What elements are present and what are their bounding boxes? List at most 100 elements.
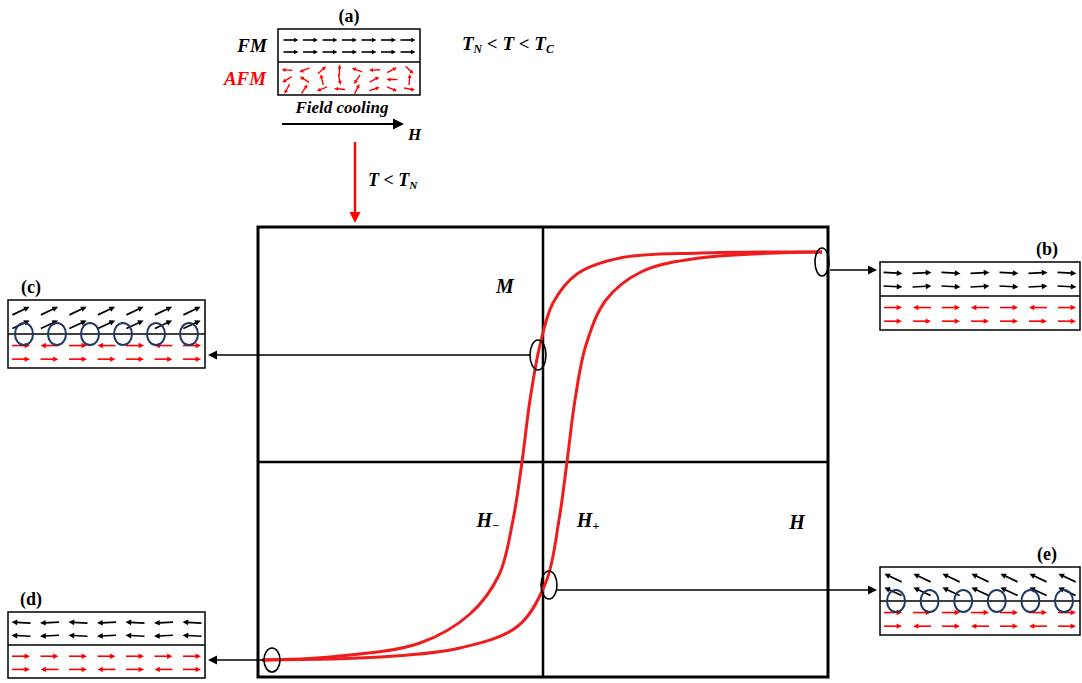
spin-head: [392, 50, 397, 55]
spin-shaft: [285, 69, 293, 71]
spin-shaft: [284, 51, 296, 53]
spin-head: [109, 320, 115, 325]
spin-shaft: [942, 285, 956, 287]
spin-shaft: [971, 272, 985, 274]
spin-head: [110, 356, 115, 361]
spin-head: [1013, 305, 1018, 310]
interface-spin-loop: [954, 590, 972, 612]
spin-shaft: [69, 322, 82, 328]
spin-shaft: [913, 612, 927, 614]
spin-shaft: [971, 285, 985, 287]
spin-head: [897, 318, 902, 323]
layer-stack-box: [278, 29, 420, 95]
spin-shaft: [401, 51, 413, 53]
spin-shaft: [338, 74, 340, 82]
subscript: C: [546, 44, 554, 57]
panel-e-illustration: [880, 567, 1080, 635]
spin-shaft: [884, 285, 898, 287]
spin-shaft: [406, 66, 412, 72]
layer-label: AFM: [224, 69, 266, 90]
spin-head: [984, 610, 989, 615]
spin-shaft: [1058, 307, 1072, 309]
spin-shaft: [323, 51, 335, 53]
spin-head: [282, 68, 286, 72]
panel-heading: (c): [21, 278, 41, 298]
spin-shaft: [98, 358, 112, 360]
spin-shaft: [126, 655, 140, 657]
spin-head: [294, 50, 299, 55]
spin-shaft: [98, 655, 112, 657]
hysteresis-branch: [262, 252, 822, 660]
interface-spin-loop: [114, 323, 132, 345]
spin-head: [411, 38, 416, 43]
spin-head: [139, 343, 144, 348]
interface-spin-loop: [988, 590, 1006, 612]
spin-shaft: [917, 307, 931, 309]
spin-shaft: [404, 88, 412, 90]
spin-shaft: [947, 576, 960, 582]
panel-c-illustration: [8, 300, 205, 368]
spin-head: [196, 356, 201, 361]
spin-shaft: [387, 69, 394, 73]
spin-head: [372, 38, 377, 43]
spin-head: [926, 270, 932, 276]
spin-shaft: [1029, 272, 1043, 274]
layer-stack-box: [880, 262, 1080, 330]
spin-shaft: [884, 272, 898, 274]
panel-heading: (d): [20, 590, 42, 610]
spin-shaft: [1000, 320, 1014, 322]
spin-shaft: [971, 320, 985, 322]
spin-head: [80, 307, 86, 312]
leader-arrow: [216, 354, 530, 356]
spin-shaft: [102, 621, 116, 623]
spin-shaft: [975, 625, 989, 627]
h-axis: [258, 461, 828, 464]
spin-head: [98, 667, 103, 672]
spin-head: [82, 654, 87, 659]
spin-head: [1013, 284, 1019, 290]
field-label: H: [408, 126, 421, 145]
spin-head: [82, 667, 87, 672]
spin-shaft: [913, 272, 927, 274]
interface-spin-loop: [81, 323, 99, 345]
spin-head: [41, 667, 46, 672]
spin-head: [984, 283, 990, 289]
spin-shaft: [370, 78, 377, 82]
interface-spin-loop: [147, 323, 165, 345]
state-marker: [530, 340, 546, 370]
spin-shaft: [159, 634, 173, 636]
spin-head: [41, 343, 46, 348]
spin-shaft: [323, 39, 335, 41]
axis-label: H+: [577, 509, 600, 534]
spin-head: [1042, 283, 1048, 289]
interface-line: [880, 600, 1080, 601]
layer-stack-box: [880, 567, 1080, 635]
plot-frame: [258, 227, 828, 677]
panel-b-illustration: [880, 262, 1080, 330]
spin-head: [913, 574, 919, 579]
spin-shaft: [302, 68, 309, 71]
spin-head: [154, 633, 160, 639]
spin-head: [984, 270, 990, 276]
spin-shaft: [1000, 625, 1014, 627]
spin-shaft: [102, 345, 116, 347]
spin-head: [82, 356, 87, 361]
spin-shaft: [286, 84, 290, 91]
spin-shaft: [1034, 576, 1047, 582]
interface-line: [8, 644, 205, 645]
spin-shaft: [126, 309, 139, 315]
spin-head: [955, 284, 961, 290]
spin-head: [126, 620, 132, 626]
panel-a-illustration: [278, 29, 420, 95]
spin-head: [322, 66, 326, 70]
hysteresis-frame: MH−H+H: [258, 227, 828, 677]
spin-shaft: [155, 358, 169, 360]
cooling-arrow: [354, 142, 356, 213]
interface-spin-loop: [180, 323, 198, 345]
interface-spin-loop: [1021, 590, 1039, 612]
spin-head: [183, 633, 189, 639]
spin-head: [333, 50, 338, 55]
spin-head: [320, 74, 324, 78]
interface-line: [8, 333, 205, 334]
